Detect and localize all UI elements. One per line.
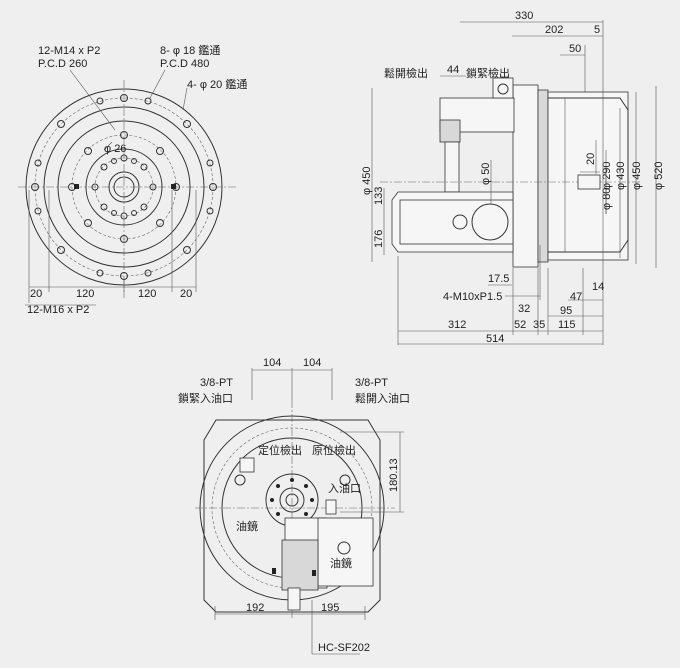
dim-17-5: 17.5 xyxy=(488,273,509,285)
dim-dia-50: φ 50 xyxy=(480,163,492,185)
dim-104-right: 104 xyxy=(303,357,321,369)
label-through-holes: 8- φ 18 鑑通 xyxy=(160,43,220,57)
label-pt-left: 3/8-PT xyxy=(200,377,233,389)
bottom-view: 104 104 3/8-PT 鎖緊入油口 3/8-PT 鬆開入油口 xyxy=(178,357,410,655)
label-four-holes: 4- φ 20 鑑通 xyxy=(187,77,247,91)
dim-35: 35 xyxy=(533,319,545,331)
label-dia-26: φ 26 xyxy=(104,143,126,155)
label-thread: 4-M10xP1.5 xyxy=(443,291,502,303)
dim-dia-430: φ 430 xyxy=(615,161,627,190)
dim-20-tol: 20 xyxy=(585,153,597,165)
dim-32: 32 xyxy=(518,303,530,315)
label-tapped-holes-top: 12-M14 x P2 xyxy=(38,45,100,57)
label-clamp-detect: 鎖緊檢出 xyxy=(466,66,510,80)
dim-180-13: 180.13 xyxy=(388,458,400,492)
dim-47: 47 xyxy=(570,291,582,303)
dim-195: 195 xyxy=(321,602,339,614)
dim-front-20-right: 20 xyxy=(180,288,192,300)
side-view: 330 202 5 50 44 鬆開檢出 鎖緊檢出 φ 450 133 xyxy=(361,10,665,345)
label-oil-gauge-right: 油鏡 xyxy=(330,556,352,570)
label-pcd-260: P.C.D 260 xyxy=(38,58,87,70)
dim-dia-520: φ 520 xyxy=(653,161,665,190)
dim-dia-290: φ 290 xyxy=(601,161,613,190)
dim-front-120-right: 120 xyxy=(138,288,156,300)
dim-52: 52 xyxy=(514,319,526,331)
inner-holes xyxy=(74,154,176,220)
label-origin: 原位檢出 xyxy=(312,443,356,457)
label-positioning: 定位檢出 xyxy=(258,443,302,457)
dim-202: 202 xyxy=(545,24,563,36)
dim-5: 5 xyxy=(594,24,600,36)
dim-dia-450-tol: φ 450 xyxy=(361,166,373,195)
dim-514: 514 xyxy=(486,333,504,345)
dim-330: 330 xyxy=(515,10,533,22)
dim-104-left: 104 xyxy=(263,357,281,369)
dim-95: 95 xyxy=(560,305,572,317)
dim-176: 176 xyxy=(373,230,385,248)
label-unclamp-detect: 鬆開檢出 xyxy=(384,66,428,80)
dim-dia-450: φ 450 xyxy=(631,161,643,190)
front-view: 12-M14 x P2 P.C.D 260 8- φ 18 鑑通 P.C.D 4… xyxy=(18,43,247,316)
dim-front-20-left: 20 xyxy=(30,288,42,300)
label-model: HC-SF202 xyxy=(318,642,370,654)
mid-bolt-holes xyxy=(68,131,180,243)
dim-front-120-left: 120 xyxy=(76,288,94,300)
dim-44: 44 xyxy=(447,64,459,76)
label-pcd-480: P.C.D 480 xyxy=(160,58,209,70)
dim-312: 312 xyxy=(448,319,466,331)
dim-133: 133 xyxy=(373,187,385,205)
dim-dia-80: φ 80 xyxy=(601,188,613,210)
dim-50: 50 xyxy=(569,43,581,55)
label-tapped-holes-bottom: 12-M16 x P2 xyxy=(27,304,89,316)
outer-bolt-holes xyxy=(31,94,217,280)
label-oil-in: 入油口 xyxy=(328,481,361,495)
dim-192: 192 xyxy=(246,602,264,614)
label-pt-right: 3/8-PT xyxy=(355,377,388,389)
dim-115: 115 xyxy=(558,319,576,331)
label-unclamp-inlet: 鬆開入油口 xyxy=(355,391,410,405)
dim-14: 14 xyxy=(592,281,604,293)
label-oil-gauge-left: 油鏡 xyxy=(236,519,258,533)
label-clamp-inlet: 鎖緊入油口 xyxy=(178,391,233,405)
